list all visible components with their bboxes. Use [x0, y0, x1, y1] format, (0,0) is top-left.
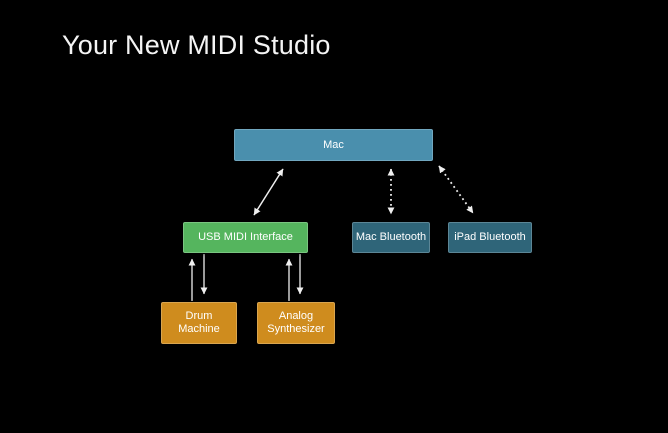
node-ipad-bluetooth: iPad Bluetooth	[448, 222, 532, 253]
arrow-mac-ipad-bluetooth	[438, 165, 474, 214]
node-usb-midi-interface: USB MIDI Interface	[183, 222, 308, 253]
node-analog-synthesizer: Analog Synthesizer	[257, 302, 335, 344]
slide-title: Your New MIDI Studio	[62, 30, 331, 60]
node-mac: Mac	[234, 129, 433, 161]
arrow-mac-usb-interface	[253, 168, 284, 216]
node-drum-machine: Drum Machine	[161, 302, 237, 344]
node-mac-bluetooth: Mac Bluetooth	[352, 222, 430, 253]
